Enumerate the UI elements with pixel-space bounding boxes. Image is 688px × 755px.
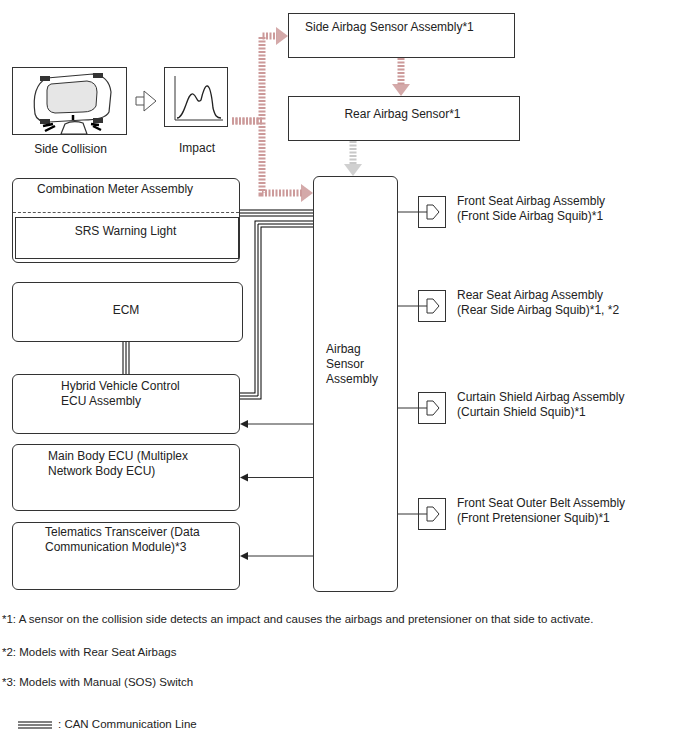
connector: [398, 408, 418, 409]
node-text: Rear Seat Airbag Assembly (Rear Side Air…: [457, 288, 629, 318]
node-text: Curtain Shield Airbag Assembly (Curtain …: [457, 390, 655, 420]
connector: [240, 224, 313, 396]
squib-drawing: [419, 499, 445, 529]
legend-text: : CAN Communication Line: [58, 717, 197, 732]
ecu-box: Hybrid Vehicle Control ECU Assembly: [12, 374, 240, 434]
sensor-box: Side Airbag Sensor Assembly*1: [288, 13, 515, 58]
note-text: *1: A sensor on the collision side detec…: [2, 612, 593, 627]
node-text: Airbag Sensor Assembly: [326, 342, 392, 387]
node-text: Impact: [145, 141, 249, 156]
squib-box: Front Seat Airbag Assembly (Front Side A…: [418, 196, 446, 228]
meter-box: Combination Meter AssemblySRS Warning Li…: [12, 178, 240, 263]
note-text: *3: Models with Manual (SOS) Switch: [2, 675, 193, 690]
connector: [240, 420, 313, 428]
connector: [398, 514, 418, 515]
node-text: Main Body ECU (Multiplex Network Body EC…: [48, 449, 208, 479]
squib-box: Front Seat Outer Belt Assembly (Front Pr…: [418, 498, 446, 530]
connector: [398, 306, 418, 307]
node-text: Rear Airbag Sensor*1: [289, 107, 516, 122]
warning-light-box: SRS Warning Light: [15, 217, 239, 259]
connector: [126, 342, 127, 374]
node-text: ECM: [13, 303, 239, 318]
node-text: Side Collision: [3, 142, 138, 157]
squib-box: Curtain Shield Airbag Assembly (Curtain …: [418, 392, 446, 424]
node-text: Front Seat Outer Belt Assembly (Front Pr…: [457, 496, 653, 526]
legend-sample: [18, 725, 52, 726]
node-text: Combination Meter Assembly: [37, 182, 237, 197]
node-text: Front Seat Airbag Assembly (Front Side A…: [457, 194, 635, 224]
connector: [344, 141, 362, 176]
node-text: Telematics Transceiver (Data Communicati…: [45, 525, 220, 555]
airbag-sensor-box: Airbag Sensor Assembly: [313, 176, 398, 592]
note-text: *2: Models with Rear Seat Airbags: [2, 645, 177, 660]
module-box: Telematics Transceiver (Data Communicati…: [12, 522, 240, 590]
node-text: SRS Warning Light: [16, 224, 235, 239]
divider-line: [13, 212, 239, 213]
squib-drawing: [419, 291, 445, 321]
connector: [136, 91, 156, 111]
ecu-box: Main Body ECU (Multiplex Network Body EC…: [12, 444, 240, 511]
connector: [232, 27, 288, 121]
collision-illustration: Side Collision: [12, 67, 127, 135]
ecu-box: ECM: [12, 282, 243, 342]
graph-drawing: [165, 68, 227, 126]
connector: [240, 552, 313, 560]
node-text: Hybrid Vehicle Control ECU Assembly: [61, 379, 196, 409]
connector: [240, 474, 313, 482]
sensor-box: Rear Airbag Sensor*1: [288, 96, 520, 141]
node-text: Side Airbag Sensor Assembly*1: [305, 20, 510, 35]
connector: [392, 58, 410, 96]
connector: [240, 213, 313, 214]
squib-drawing: [419, 393, 445, 423]
car-drawing: [13, 68, 126, 134]
squib-box: Rear Seat Airbag Assembly (Rear Side Air…: [418, 290, 446, 322]
connector: [398, 212, 418, 213]
squib-drawing: [419, 197, 445, 227]
impact-graph: Impact: [164, 67, 228, 127]
